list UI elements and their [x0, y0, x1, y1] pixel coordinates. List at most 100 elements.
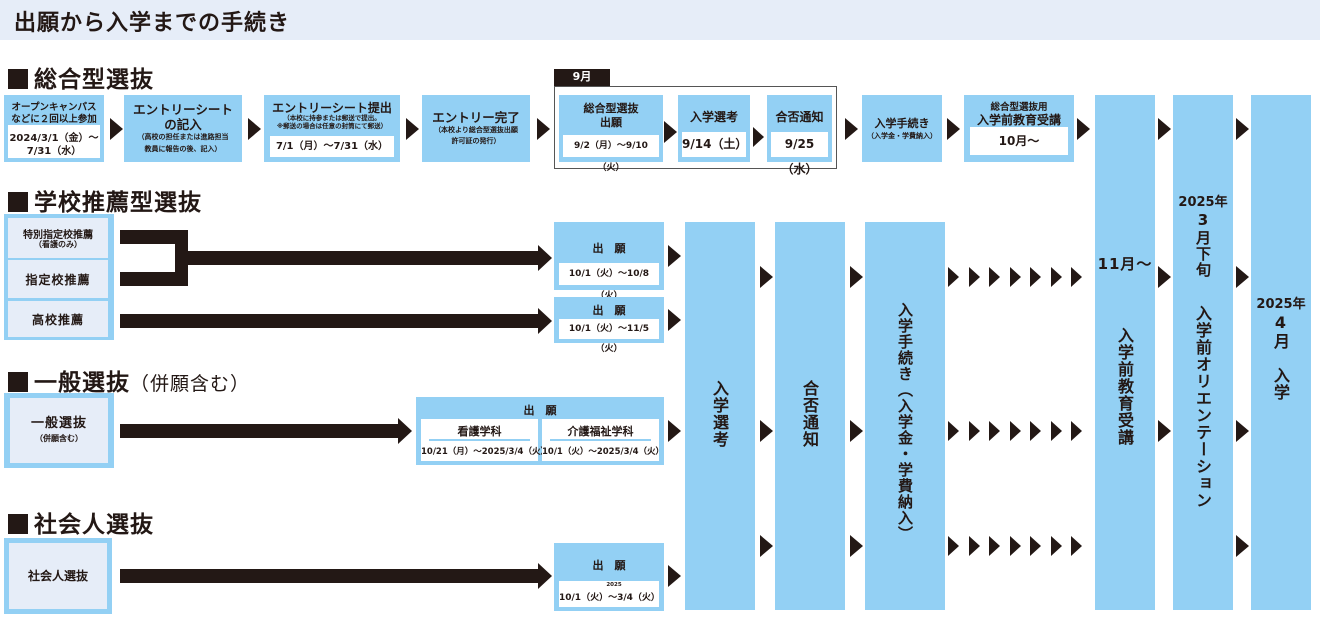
- header-bar: [0, 0, 1320, 40]
- flow-arrow-head-icon: [538, 308, 552, 334]
- arrow-right-icon: [760, 266, 773, 288]
- application-title: 出 願: [592, 559, 626, 572]
- arrow-right-icon: [760, 535, 773, 557]
- step-note-line2: ※郵送の場合は任意の封筒にて郵送）: [276, 122, 388, 130]
- column-orientation: 2025年 3月下旬 入学前オリエンテーション: [1173, 95, 1233, 610]
- type-label: 社会人選抜: [27, 569, 88, 583]
- application-date: 10/1（火）～10/8（火）: [559, 263, 659, 301]
- type-note: （看護のみ）: [34, 240, 82, 249]
- arrow-right-icon: [947, 118, 960, 140]
- arrow-right-icon: [989, 536, 1000, 556]
- arrow-right-icon: [1071, 267, 1082, 287]
- column-result-label: 合否通知: [800, 380, 819, 448]
- connector-bar: [120, 230, 188, 244]
- step-sogo-result: 合否通知 9/25（水）: [767, 95, 832, 176]
- department-nursing: 看護学科 10/21（月）～2025/3/4（火）: [421, 419, 549, 461]
- arrow-right-icon: [1009, 421, 1021, 441]
- square-bullet-icon: [8, 69, 28, 89]
- step-date-box: 2024/3/1（金）～ 7/31（水）: [8, 125, 100, 158]
- section-title-sub: （併願含む）: [130, 373, 251, 395]
- step-title: エントリー完了: [432, 110, 520, 125]
- arrow-right-icon: [1030, 421, 1041, 441]
- department-name: 看護学科: [457, 425, 502, 438]
- arrow-right-icon: [668, 565, 681, 587]
- step-note: （入学金・学費納入）: [867, 132, 937, 140]
- step-sogo-exam: 入学選考 9/14（土）: [678, 95, 750, 162]
- type-special-designated: 特別指定校推薦 （看護のみ）: [8, 218, 108, 258]
- step-note-line2: 許可証の発行）: [451, 137, 501, 145]
- arrow-right-icon: [1050, 421, 1062, 441]
- arrow-run-general: [948, 420, 1088, 442]
- step-date: 9/25（水）: [771, 132, 828, 176]
- arrow-right-icon: [1050, 267, 1062, 287]
- column-procedure: 入学手続き（入学金・学費納入）: [865, 222, 945, 610]
- arrow-right-icon: [753, 127, 764, 147]
- arrow-right-icon: [668, 309, 681, 331]
- step-title-line2: などに２回以上参加: [11, 114, 97, 125]
- arrow-right-icon: [1050, 536, 1062, 556]
- arrow-right-icon: [1071, 421, 1082, 441]
- arrow-right-icon: [668, 420, 681, 442]
- arrow-right-icon: [406, 118, 419, 140]
- section-title-text: 総合型選抜: [34, 67, 154, 93]
- step-entry-sheet-fill: エントリーシート の記入 （高校の担任または進路担当 教員に報告の後、記入）: [124, 95, 242, 162]
- flow-arrow-shaft: [120, 569, 540, 583]
- flow-arrow-head-icon: [538, 563, 552, 589]
- step-title-line2: 出願: [600, 116, 622, 129]
- arrow-right-icon: [537, 118, 550, 140]
- flow-arrow-shaft: [188, 251, 540, 265]
- arrow-right-icon: [968, 536, 980, 556]
- arrow-right-icon: [1236, 266, 1249, 288]
- column-pre-education-month: 11月～: [1097, 255, 1153, 273]
- step-sogo-application: 総合型選抜 出願 9/2（月）～9/10（火）: [559, 95, 663, 173]
- type-label: 指定校推薦: [25, 273, 91, 287]
- column-exam-label: 入学選考: [710, 380, 729, 448]
- type-label: 特別指定校推薦: [23, 230, 93, 241]
- section-title-text: 社会人選抜: [34, 512, 154, 538]
- step-date: 9/14（土）: [682, 132, 747, 157]
- step-date: 9/2（月）～9/10（火）: [563, 135, 659, 173]
- step-date: 10月～: [970, 127, 1068, 155]
- arrow-right-icon: [948, 421, 959, 441]
- step-date: 7/1（月）～7/31（水）: [270, 136, 394, 157]
- step-title: 入学選考: [689, 110, 738, 124]
- step-title-line1: オープンキャンパス: [11, 102, 97, 113]
- type-high-school: 高校推薦: [8, 301, 108, 337]
- step-sogo-pre-education: 総合型選抜用 入学前教育受講 10月～: [964, 95, 1074, 162]
- arrow-right-icon: [1077, 118, 1090, 140]
- arrow-right-icon: [1071, 536, 1082, 556]
- square-bullet-icon: [8, 514, 28, 534]
- application-year-note: 2025: [606, 582, 622, 588]
- column-exam: 入学選考: [685, 222, 755, 610]
- square-bullet-icon: [8, 372, 28, 392]
- orientation-label: 入学前オリエンテーション: [1193, 305, 1212, 509]
- arrow-right-icon: [948, 267, 959, 287]
- arrow-right-icon: [1030, 536, 1041, 556]
- arrow-right-icon: [1158, 420, 1171, 442]
- arrow-right-icon: [1236, 535, 1249, 557]
- type-label: 一般選抜: [30, 416, 87, 431]
- application-working-adult: 出 願 2025 10/1（火）～3/4（火）: [554, 543, 664, 611]
- application-date: 10/1（火）～3/4（火）: [559, 593, 660, 603]
- arrow-right-icon: [1009, 536, 1021, 556]
- column-procedure-label: 入学手続き（入学金・学費納入）: [896, 302, 914, 542]
- step-title: 入学手続き: [874, 117, 930, 130]
- arrow-right-icon: [668, 245, 681, 267]
- department-date: 10/1（火）～2025/3/4（火）: [542, 447, 665, 457]
- flow-arrow-shaft: [120, 314, 540, 328]
- application-school-rec-1: 出 願 10/1（火）～10/8（火）: [554, 222, 664, 301]
- arrow-right-icon: [850, 266, 863, 288]
- step-entry-sheet-submit: エントリーシート提出 （本校に持参または郵送で提出。 ※郵送の場合は任意の封筒に…: [264, 95, 400, 162]
- arrow-right-icon: [989, 421, 1000, 441]
- application-title: 出 願: [592, 304, 626, 317]
- step-title: エントリーシート提出: [272, 101, 392, 115]
- divider: [550, 439, 651, 441]
- type-general: 一般選抜 （併願含む）: [10, 398, 108, 463]
- arrow-right-icon: [850, 420, 863, 442]
- month-tag: 9月: [554, 69, 610, 86]
- admission-year: 2025年: [1256, 297, 1306, 312]
- section-title-sogo: 総合型選抜: [8, 60, 154, 94]
- arrow-right-icon: [1236, 420, 1249, 442]
- arrow-right-icon: [1158, 266, 1171, 288]
- step-title: 合否通知: [775, 110, 824, 124]
